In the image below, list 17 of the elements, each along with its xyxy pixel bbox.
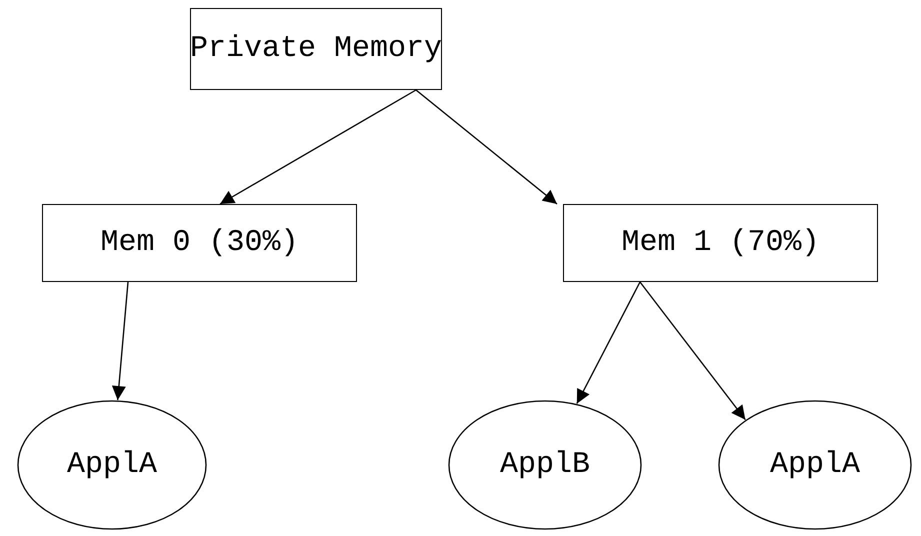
arrow: [639, 282, 746, 420]
ellipse-node: [448, 400, 642, 530]
node-label: ApplB: [500, 448, 590, 482]
process-box: [42, 204, 357, 282]
ellipse-node: [17, 400, 207, 530]
node-label: ApplA: [66, 448, 157, 482]
node-label: Mem 0 (30%): [100, 226, 299, 260]
arrow: [416, 90, 558, 204]
ellipse-node: [718, 400, 912, 530]
arrow: [220, 89, 416, 205]
arrow: [576, 282, 641, 404]
node-label: ApplA: [770, 448, 860, 482]
process-box: [190, 8, 442, 90]
node-label: Private Memory: [190, 32, 442, 66]
process-box: [563, 204, 878, 282]
arrow: [112, 282, 129, 400]
node-label: Mem 1 (70%): [621, 226, 820, 260]
